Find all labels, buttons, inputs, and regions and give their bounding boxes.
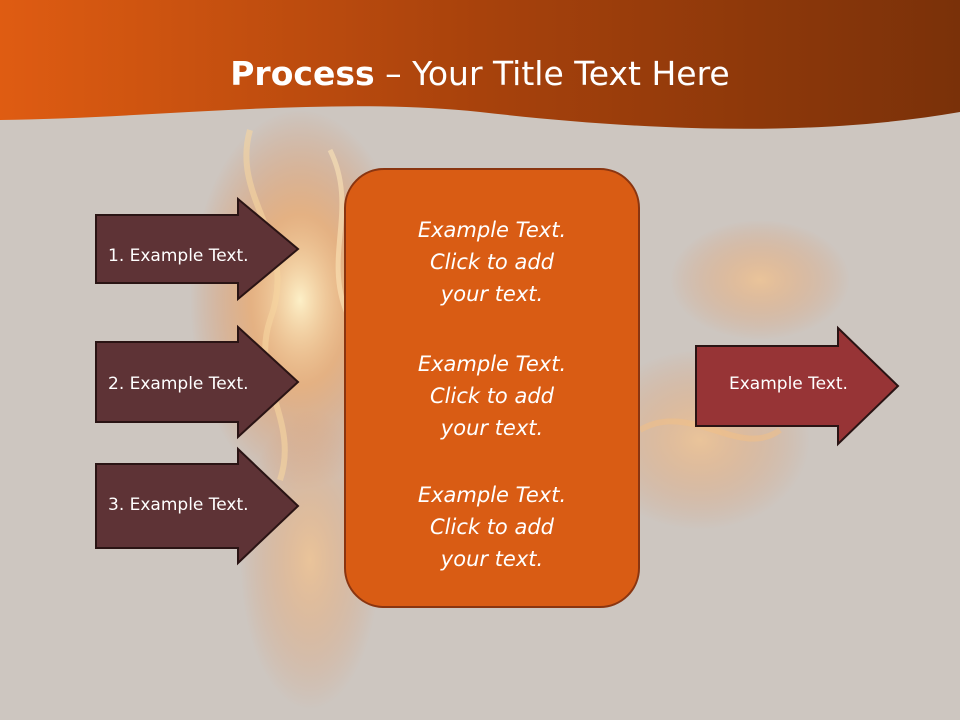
flame-wisp bbox=[327, 148, 353, 322]
slide-title[interactable]: Process – Your Title Text Here bbox=[0, 52, 960, 96]
center-paragraph-2: Example Text. Click to add your text. bbox=[346, 348, 638, 444]
arrow-shape bbox=[95, 324, 300, 440]
output-arrow[interactable]: Example Text. bbox=[695, 325, 900, 447]
center-process-box[interactable]: Example Text. Click to add your text. Ex… bbox=[344, 168, 640, 608]
output-label: Example Text. bbox=[729, 374, 848, 394]
input-arrow-1[interactable]: 1. Example Text. bbox=[95, 196, 300, 302]
input-label: 3. Example Text. bbox=[108, 495, 249, 515]
paragraph-line: your text. bbox=[440, 282, 544, 306]
paragraph-line: your text. bbox=[440, 547, 544, 571]
paragraph-line: your text. bbox=[440, 416, 544, 440]
flame-wisp bbox=[638, 418, 782, 442]
center-paragraph-3: Example Text. Click to add your text. bbox=[346, 479, 638, 575]
input-label: 2. Example Text. bbox=[108, 374, 249, 394]
paragraph-line: Example Text. bbox=[417, 218, 567, 242]
title-rest: – Your Title Text Here bbox=[374, 54, 730, 93]
input-label: 1. Example Text. bbox=[108, 246, 249, 266]
paragraph-line: Example Text. bbox=[417, 352, 567, 376]
paragraph-line: Click to add bbox=[429, 250, 554, 274]
paragraph-line: Click to add bbox=[429, 384, 554, 408]
title-bold: Process bbox=[230, 54, 375, 93]
header-band bbox=[0, 0, 960, 129]
input-arrow-2[interactable]: 2. Example Text. bbox=[95, 324, 300, 440]
arrow-shape bbox=[695, 325, 900, 447]
paragraph-line: Click to add bbox=[429, 515, 554, 539]
arrow-shape bbox=[95, 196, 300, 302]
arrow-shape bbox=[95, 446, 300, 566]
flame-glow bbox=[670, 220, 850, 340]
center-paragraph-1: Example Text. Click to add your text. bbox=[346, 214, 638, 310]
input-arrow-3[interactable]: 3. Example Text. bbox=[95, 446, 300, 566]
flame-wisp bbox=[243, 129, 288, 481]
paragraph-line: Example Text. bbox=[417, 483, 567, 507]
